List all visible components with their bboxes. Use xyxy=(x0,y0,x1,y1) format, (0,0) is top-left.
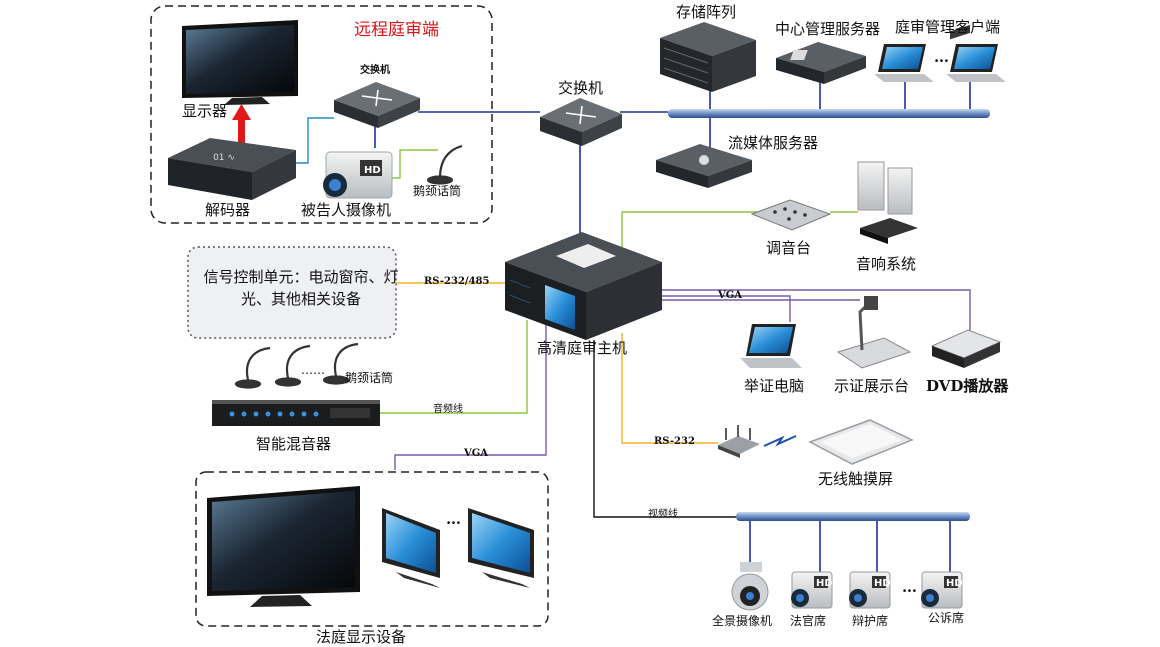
decoder-label: 解码器 xyxy=(205,201,251,219)
client-dots: … xyxy=(934,48,949,66)
speaker-system-icon xyxy=(857,161,918,244)
serial-lines xyxy=(396,282,718,444)
remote-display-icon xyxy=(182,20,298,105)
red-arrow-icon xyxy=(232,104,251,146)
hd-court-host-icon xyxy=(505,232,662,340)
hd-badge: HD xyxy=(946,578,963,589)
decoder-icon: 01 ∿ xyxy=(168,138,296,200)
video-lines xyxy=(593,340,738,518)
network-bus xyxy=(668,109,990,118)
core-switch-icon xyxy=(540,98,622,146)
speaker-label: 音响系统 xyxy=(856,255,917,273)
video-bus xyxy=(736,512,970,521)
central-server-label: 中心管理服务器 xyxy=(775,20,881,38)
prosecution-camera-icon xyxy=(921,571,963,609)
dvd-label: DVD播放器 xyxy=(926,377,1009,395)
court-small-display-icon xyxy=(382,508,440,588)
remote-court-box xyxy=(150,5,493,224)
evidence-laptop-label: 举证电脑 xyxy=(744,377,805,395)
rs232-485-label: RS-232/485 xyxy=(424,276,490,287)
signal-unit-text: 信号控制单元：电动窗帘、灯光、其他相关设备 xyxy=(203,268,399,308)
dvd-player-icon xyxy=(930,24,1002,368)
presenter-label: 示证展示台 xyxy=(834,377,910,395)
remote-display-label: 显示器 xyxy=(182,102,228,120)
vga-bottom-label: VGA xyxy=(464,448,489,459)
client-laptop-icon xyxy=(874,44,934,82)
smart-mixer-label: 智能混音器 xyxy=(256,435,332,453)
remote-switch-label: 交换机 xyxy=(360,65,390,76)
smart-mixer-icon xyxy=(212,400,380,426)
evidence-laptop-icon xyxy=(740,324,802,368)
mixing-console-label: 调音台 xyxy=(766,239,812,257)
core-switch-label: 交换机 xyxy=(558,79,604,97)
defendant-camera-icon xyxy=(323,151,393,199)
media-server-label: 流媒体服务器 xyxy=(728,134,819,152)
court-display-box xyxy=(195,471,549,627)
panorama-camera-label: 全景摄像机 xyxy=(712,614,773,628)
camera-dots: … xyxy=(902,578,917,596)
defense-camera-label: 辩护席 xyxy=(852,614,889,628)
court-display-dots: … xyxy=(446,510,461,528)
client-label: 庭审管理客户端 xyxy=(895,18,1001,36)
defendant-camera-label: 被告人摄像机 xyxy=(301,201,392,219)
media-server-icon xyxy=(656,144,752,188)
client-laptop-icon xyxy=(946,44,1006,82)
mixing-console-icon xyxy=(750,199,832,231)
vga-lines xyxy=(394,289,971,470)
court-small-display-icon xyxy=(468,508,534,588)
audio-line-label: 音频线 xyxy=(433,404,463,415)
hd-badge: HD xyxy=(874,578,891,589)
prosecution-camera-label: 公诉席 xyxy=(928,611,965,625)
court-display-label: 法庭显示设备 xyxy=(316,628,407,646)
gooseneck-mic-icon xyxy=(322,342,359,385)
defense-camera-icon xyxy=(849,571,891,609)
rs232-label: RS-232 xyxy=(654,436,695,447)
central-server-icon xyxy=(776,42,866,84)
touch-screen-icon xyxy=(808,419,914,465)
video-line-label: 视频线 xyxy=(648,509,678,520)
vga-top-label: VGA xyxy=(718,290,743,301)
remote-mic-icon xyxy=(426,144,463,185)
svg-text:01 ∿: 01 ∿ xyxy=(213,153,235,163)
wireless-router-icon xyxy=(718,425,760,458)
document-presenter-icon xyxy=(836,296,912,369)
judge-camera-label: 法官席 xyxy=(790,614,827,628)
hd-badge: HD xyxy=(364,165,381,176)
touch-screen-label: 无线触摸屏 xyxy=(818,470,894,488)
mic-dots: …… xyxy=(301,363,325,377)
remote-lines xyxy=(296,117,334,164)
court-big-display-icon xyxy=(207,486,360,607)
audio-lines xyxy=(380,149,858,414)
signal-unit-box xyxy=(187,246,397,339)
remote-switch-icon xyxy=(334,82,420,128)
hd-badge: HD xyxy=(816,578,833,589)
panorama-camera-icon xyxy=(731,562,769,611)
storage-label: 存储阵列 xyxy=(676,3,737,21)
gooseneck-mic-icon xyxy=(274,344,311,387)
network-lines xyxy=(374,80,971,572)
judge-camera-icon xyxy=(791,571,833,609)
host-label: 高清庭审主机 xyxy=(537,339,628,357)
storage-array-icon xyxy=(660,22,756,92)
wireless-signal-icon xyxy=(763,435,797,447)
remote-court-title: 远程庭审端 xyxy=(354,20,439,40)
gooseneck-mic-icon xyxy=(234,346,271,389)
mics-label: 鹅颈话筒 xyxy=(345,371,394,385)
remote-mic-label: 鹅颈话筒 xyxy=(413,184,462,198)
